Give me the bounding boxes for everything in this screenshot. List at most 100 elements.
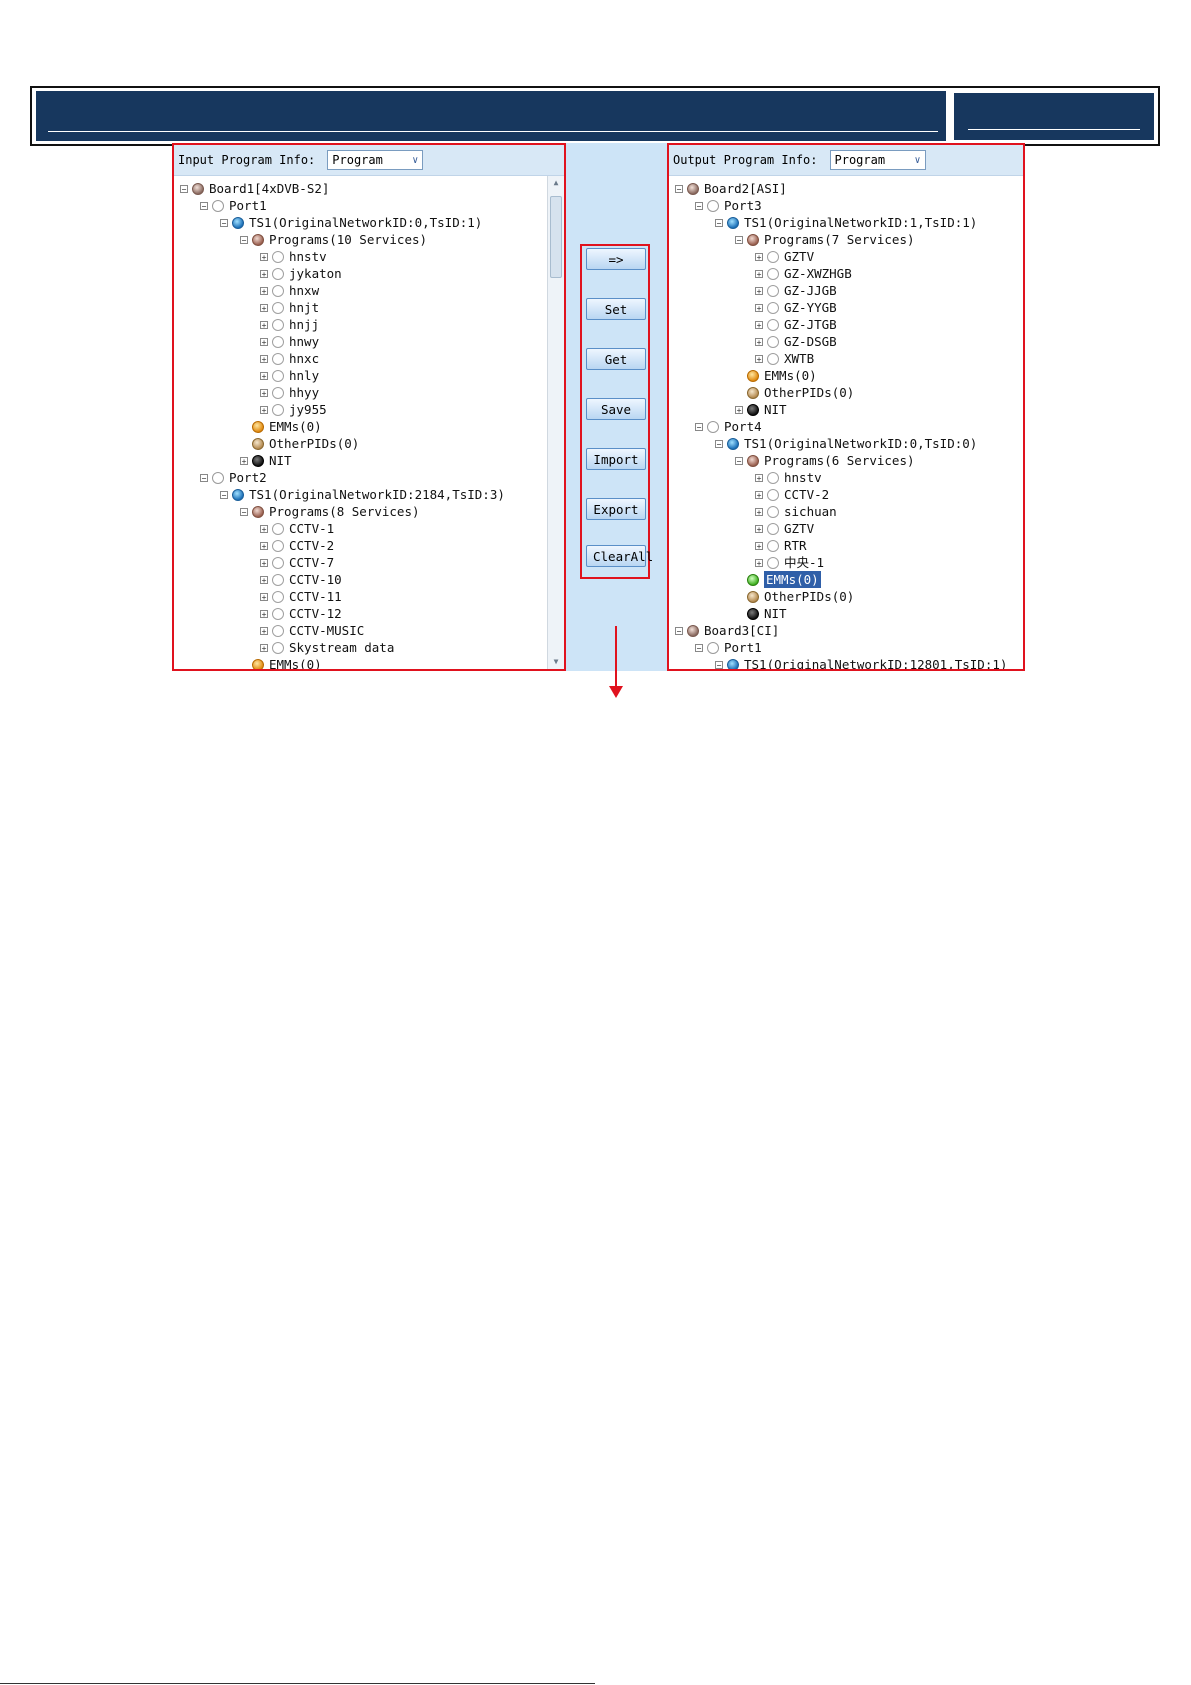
tree-node[interactable]: EMMs(0) — [669, 571, 1023, 588]
collapse-icon[interactable]: − — [695, 643, 703, 653]
collapse-icon[interactable]: − — [675, 626, 683, 636]
expand-icon[interactable]: + — [755, 524, 763, 534]
expand-icon[interactable]: + — [260, 388, 268, 398]
tree-node[interactable]: −Port2 — [174, 469, 564, 486]
save-button[interactable]: Save — [586, 398, 646, 420]
tree-node[interactable]: +hnwy — [174, 333, 564, 350]
tree-node[interactable]: +GZ-JTGB — [669, 316, 1023, 333]
tree-node[interactable]: −Programs(8 Services) — [174, 503, 564, 520]
expand-icon[interactable]: + — [755, 473, 763, 483]
tree-node[interactable]: +sichuan — [669, 503, 1023, 520]
collapse-icon[interactable]: − — [715, 439, 723, 449]
expand-icon[interactable]: + — [755, 286, 763, 296]
collapse-icon[interactable]: − — [220, 218, 228, 228]
tree-node[interactable]: +Skystream data — [174, 639, 564, 656]
tree-node[interactable]: −TS1(OriginalNetworkID:12801,TsID:1) — [669, 656, 1023, 670]
tree-node[interactable]: −Port1 — [174, 197, 564, 214]
input-program-tree[interactable]: −Board1[4xDVB-S2]−Port1−TS1(OriginalNetw… — [174, 176, 564, 669]
tree-node[interactable]: +hnstv — [669, 469, 1023, 486]
tree-node[interactable]: +CCTV-10 — [174, 571, 564, 588]
expand-icon[interactable]: + — [260, 541, 268, 551]
expand-icon[interactable]: + — [755, 337, 763, 347]
tree-node[interactable]: +CCTV-2 — [669, 486, 1023, 503]
transfer-button[interactable]: => — [586, 248, 646, 270]
tree-node[interactable]: +hnxc — [174, 350, 564, 367]
collapse-icon[interactable]: − — [200, 201, 208, 211]
tree-node[interactable]: −Programs(7 Services) — [669, 231, 1023, 248]
expand-icon[interactable]: + — [755, 269, 763, 279]
tree-node[interactable]: +GZTV — [669, 248, 1023, 265]
tree-node[interactable]: +CCTV-12 — [174, 605, 564, 622]
expand-icon[interactable]: + — [260, 354, 268, 364]
expand-icon[interactable]: + — [240, 456, 248, 466]
tree-node[interactable]: −TS1(OriginalNetworkID:0,TsID:0) — [669, 435, 1023, 452]
tree-node[interactable]: +CCTV-11 — [174, 588, 564, 605]
expand-icon[interactable]: + — [260, 269, 268, 279]
collapse-icon[interactable]: − — [675, 184, 683, 194]
tree-node[interactable]: −Programs(10 Services) — [174, 231, 564, 248]
tree-node[interactable]: −Port4 — [669, 418, 1023, 435]
expand-icon[interactable]: + — [260, 337, 268, 347]
expand-icon[interactable]: + — [260, 575, 268, 585]
tree-node[interactable]: +中央-1 — [669, 554, 1023, 571]
input-program-dropdown[interactable]: Program ∨ — [327, 150, 424, 170]
tree-node[interactable]: −Board1[4xDVB-S2] — [174, 180, 564, 197]
output-program-dropdown[interactable]: Program ∨ — [829, 150, 926, 170]
scroll-up-icon[interactable]: ▲ — [553, 178, 559, 187]
expand-icon[interactable]: + — [260, 286, 268, 296]
output-program-tree[interactable]: −Board2[ASI]−Port3−TS1(OriginalNetworkID… — [669, 176, 1023, 670]
collapse-icon[interactable]: − — [715, 218, 723, 228]
expand-icon[interactable]: + — [755, 507, 763, 517]
tree-node[interactable]: +hhyy — [174, 384, 564, 401]
expand-icon[interactable]: + — [755, 354, 763, 364]
expand-icon[interactable]: + — [260, 609, 268, 619]
tree-node[interactable]: +hnstv — [174, 248, 564, 265]
collapse-icon[interactable]: − — [240, 507, 248, 517]
expand-icon[interactable]: + — [755, 252, 763, 262]
tree-node[interactable]: +jykaton — [174, 265, 564, 282]
tree-node[interactable]: +CCTV-1 — [174, 520, 564, 537]
expand-icon[interactable]: + — [735, 405, 743, 415]
expand-icon[interactable]: + — [755, 541, 763, 551]
tree-node[interactable]: +RTR — [669, 537, 1023, 554]
collapse-icon[interactable]: − — [240, 235, 248, 245]
tree-node[interactable]: NIT — [669, 605, 1023, 622]
tree-node[interactable]: −TS1(OriginalNetworkID:1,TsID:1) — [669, 214, 1023, 231]
expand-icon[interactable]: + — [260, 626, 268, 636]
tree-node[interactable]: −Programs(6 Services) — [669, 452, 1023, 469]
expand-icon[interactable]: + — [755, 490, 763, 500]
tree-node[interactable]: +CCTV-2 — [174, 537, 564, 554]
tree-node[interactable]: +CCTV-MUSIC — [174, 622, 564, 639]
expand-icon[interactable]: + — [755, 320, 763, 330]
expand-icon[interactable]: + — [260, 303, 268, 313]
tree-node[interactable]: OtherPIDs(0) — [669, 588, 1023, 605]
expand-icon[interactable]: + — [755, 303, 763, 313]
collapse-icon[interactable]: − — [735, 235, 743, 245]
tree-node[interactable]: EMMs(0) — [174, 656, 564, 669]
tree-node[interactable]: −TS1(OriginalNetworkID:0,TsID:1) — [174, 214, 564, 231]
collapse-icon[interactable]: − — [695, 422, 703, 432]
tree-node[interactable]: +NIT — [669, 401, 1023, 418]
tree-node[interactable]: +hnjj — [174, 316, 564, 333]
expand-icon[interactable]: + — [260, 524, 268, 534]
collapse-icon[interactable]: − — [715, 660, 723, 670]
expand-icon[interactable]: + — [260, 643, 268, 653]
tree-node[interactable]: +GZTV — [669, 520, 1023, 537]
tree-node[interactable]: EMMs(0) — [174, 418, 564, 435]
export-button[interactable]: Export — [586, 498, 646, 520]
tree-node[interactable]: +hnjt — [174, 299, 564, 316]
collapse-icon[interactable]: − — [200, 473, 208, 483]
expand-icon[interactable]: + — [260, 320, 268, 330]
tree-node[interactable]: +XWTB — [669, 350, 1023, 367]
import-button[interactable]: Import — [586, 448, 646, 470]
tree-node[interactable]: +jy955 — [174, 401, 564, 418]
tree-node[interactable]: +CCTV-7 — [174, 554, 564, 571]
tree-node[interactable]: EMMs(0) — [669, 367, 1023, 384]
collapse-icon[interactable]: − — [180, 184, 188, 194]
tree-node[interactable]: OtherPIDs(0) — [174, 435, 564, 452]
collapse-icon[interactable]: − — [695, 201, 703, 211]
expand-icon[interactable]: + — [755, 558, 763, 568]
scrollbar-thumb[interactable] — [550, 196, 562, 278]
tree-node[interactable]: OtherPIDs(0) — [669, 384, 1023, 401]
expand-icon[interactable]: + — [260, 592, 268, 602]
